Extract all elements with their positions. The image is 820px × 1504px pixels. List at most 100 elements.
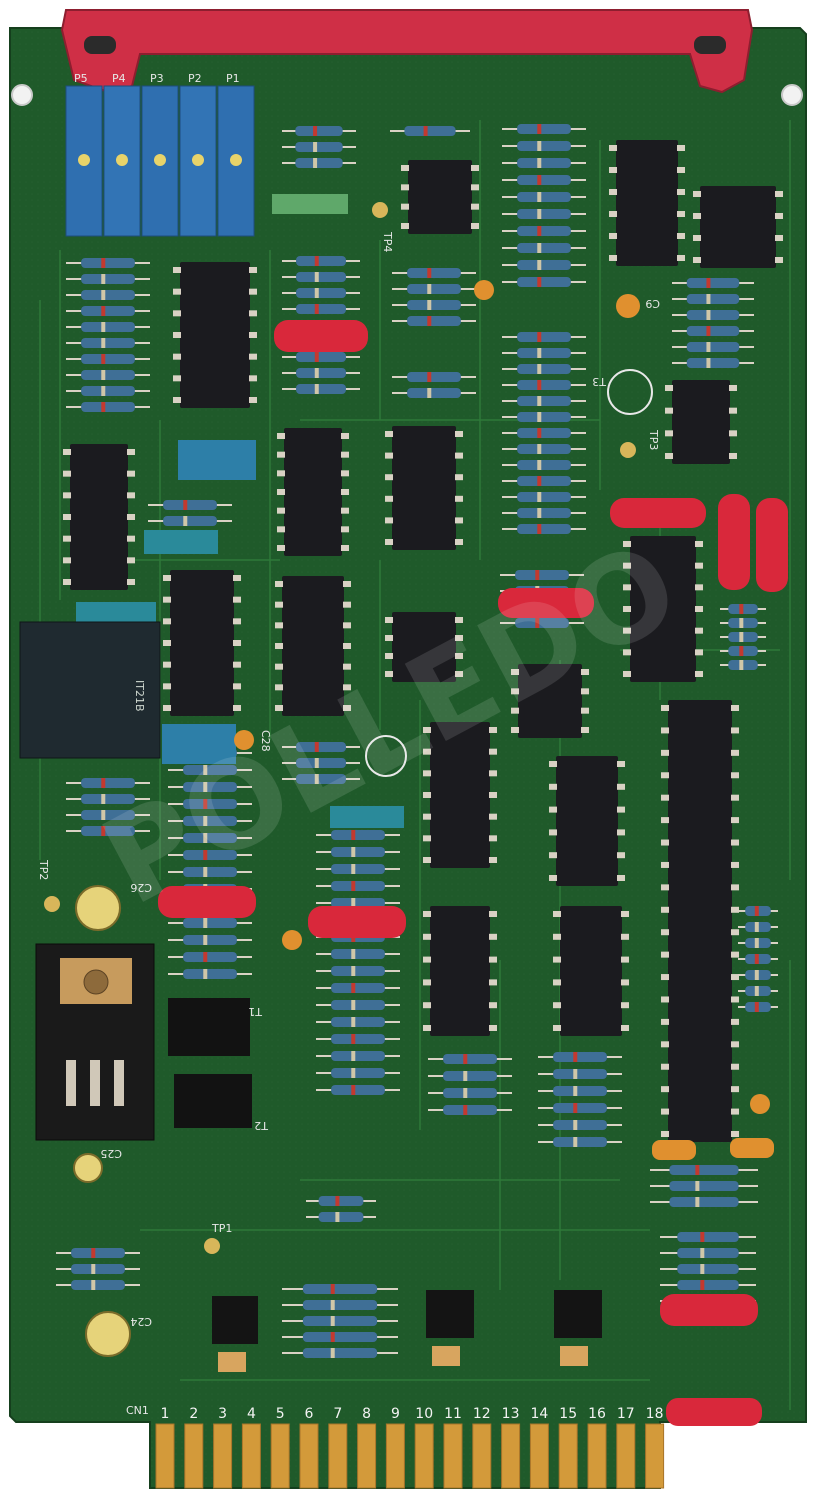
resistor bbox=[677, 1264, 739, 1274]
resistor-band bbox=[203, 935, 208, 945]
resistor-band bbox=[313, 142, 318, 152]
ic-pin bbox=[233, 705, 241, 711]
ic-pin bbox=[455, 539, 463, 545]
resistor-band bbox=[700, 1280, 705, 1290]
resistor bbox=[517, 508, 571, 518]
resistor bbox=[81, 826, 135, 836]
ic-pin bbox=[549, 829, 557, 836]
ic-pin bbox=[249, 310, 257, 317]
resistor bbox=[553, 1069, 607, 1079]
red-capacitor bbox=[666, 1398, 762, 1426]
resistor-band bbox=[537, 226, 542, 236]
resistor bbox=[517, 260, 571, 270]
ic-pin bbox=[275, 705, 283, 711]
ic-pin bbox=[275, 684, 283, 691]
resistor bbox=[517, 277, 571, 287]
resistor bbox=[183, 782, 237, 792]
regulator-leg bbox=[90, 1060, 100, 1106]
resistor-band bbox=[695, 1165, 700, 1175]
ic-pin bbox=[661, 974, 669, 981]
resistor bbox=[443, 1088, 497, 1098]
connector-pin-label: 18 bbox=[646, 1406, 664, 1422]
ic-pin bbox=[423, 835, 431, 842]
regulator-leg bbox=[66, 1060, 76, 1106]
ic-pin bbox=[731, 906, 739, 913]
ic-pin bbox=[455, 653, 463, 659]
ic-pin bbox=[163, 661, 171, 668]
resistor-band bbox=[695, 1197, 700, 1207]
trimmer-potentiometers: P5 P4 P3 P2 P1 bbox=[65, 72, 255, 237]
ic-pin bbox=[249, 397, 257, 403]
resistor bbox=[295, 142, 343, 152]
ic-pin bbox=[249, 332, 257, 338]
ic-pin bbox=[661, 749, 669, 756]
ic-pin bbox=[489, 857, 497, 863]
ic-pin bbox=[661, 1018, 669, 1025]
ic-pin bbox=[693, 213, 701, 219]
resistor-band bbox=[427, 284, 432, 294]
resistor bbox=[517, 226, 571, 236]
ic-pin bbox=[581, 688, 589, 695]
resistor bbox=[81, 306, 135, 316]
ceramic-capacitors bbox=[76, 194, 404, 828]
red-capacitor bbox=[610, 498, 706, 528]
ic-chip bbox=[630, 536, 696, 682]
ic-pin bbox=[385, 635, 393, 641]
connector-finger bbox=[270, 1423, 290, 1489]
ic-pin bbox=[489, 979, 497, 986]
ic-pin bbox=[489, 911, 497, 917]
ic-pin bbox=[623, 606, 631, 612]
resistor bbox=[677, 1280, 739, 1290]
resistor-band bbox=[101, 290, 106, 300]
transistor-tab bbox=[432, 1346, 460, 1366]
resistor bbox=[517, 209, 571, 219]
ic-pin bbox=[695, 606, 703, 612]
ic-pin bbox=[731, 1108, 739, 1115]
resistor bbox=[331, 949, 385, 959]
ic-pin bbox=[163, 705, 171, 711]
ic-pin bbox=[617, 852, 625, 859]
ic-pin bbox=[423, 813, 431, 820]
ic-pin bbox=[173, 332, 181, 338]
label-c26: C26 bbox=[130, 881, 152, 894]
resistor bbox=[443, 1054, 497, 1064]
label-c25: C25 bbox=[100, 1147, 122, 1160]
ic-pin bbox=[609, 167, 617, 173]
resistor bbox=[686, 326, 740, 336]
resistor-band bbox=[101, 274, 106, 284]
connector-pin-label: 5 bbox=[276, 1406, 285, 1422]
ic-pin bbox=[63, 514, 71, 520]
ic-pin bbox=[729, 385, 737, 391]
connector-finger bbox=[529, 1423, 549, 1489]
ic-pin bbox=[341, 489, 349, 495]
ic-pin bbox=[623, 627, 631, 634]
connector-finger bbox=[587, 1423, 607, 1489]
resistor bbox=[331, 966, 385, 976]
ic-pin bbox=[489, 813, 497, 820]
transistor-tab bbox=[218, 1352, 246, 1372]
tantalum-capacitor bbox=[282, 930, 302, 950]
resistor bbox=[517, 444, 571, 454]
connector-pin-label: 7 bbox=[333, 1406, 342, 1422]
ic-pin bbox=[609, 233, 617, 239]
connector-pin-label: 1 bbox=[161, 1406, 170, 1422]
resistor bbox=[296, 272, 346, 282]
teal-capacitor bbox=[330, 806, 404, 828]
ic-pin bbox=[511, 669, 519, 675]
resistor-band bbox=[754, 970, 759, 980]
ic-pin bbox=[233, 575, 241, 581]
ic-pin bbox=[617, 875, 625, 881]
ic-pin bbox=[489, 748, 497, 755]
resistor-band bbox=[314, 384, 319, 394]
ic-pin bbox=[385, 474, 393, 481]
ic-pin bbox=[621, 956, 629, 963]
ic-pin bbox=[731, 749, 739, 756]
resistor bbox=[331, 898, 385, 908]
ic-pin bbox=[277, 489, 285, 495]
resistor bbox=[331, 1000, 385, 1010]
trimmer-screw-icon bbox=[230, 154, 242, 166]
resistor bbox=[517, 460, 571, 470]
connector-finger bbox=[184, 1423, 204, 1489]
resistor bbox=[81, 386, 135, 396]
